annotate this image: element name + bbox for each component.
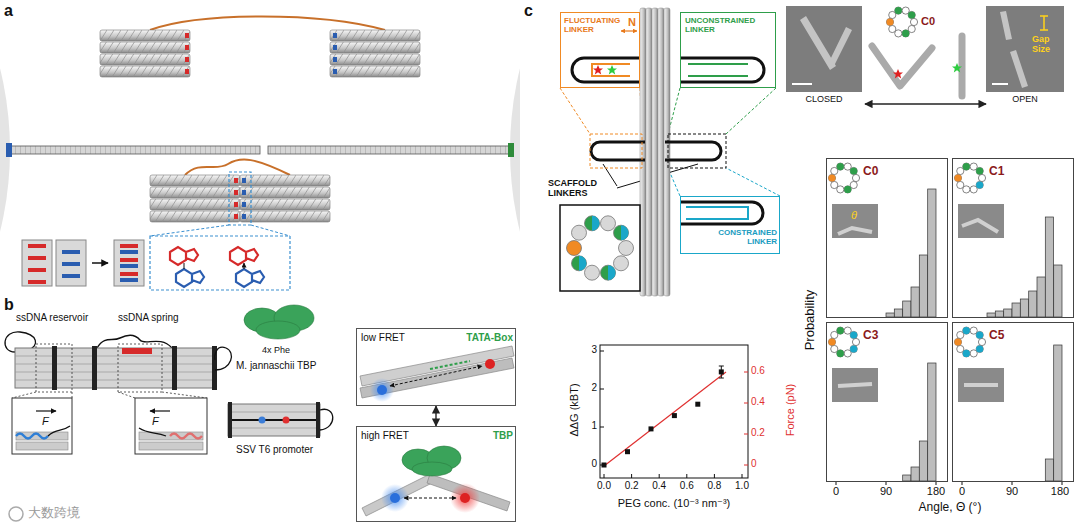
tick-label: 0.6: [751, 365, 765, 377]
linker-box: CONSTRAINED LINKER: [680, 196, 780, 254]
tick-label: 0.2: [625, 480, 639, 492]
panel-letter: c: [524, 2, 533, 20]
axis-title: Force (pN): [784, 384, 797, 437]
tick-label: 0.0: [597, 480, 611, 492]
node-title: C1: [989, 165, 1019, 179]
histogram-panel: C1: [952, 158, 1074, 318]
part-label: SSV T6 promoter: [236, 444, 313, 456]
node-title: C5: [989, 329, 1019, 343]
tick-label: 0.6: [680, 480, 694, 492]
tick-label: 90: [880, 485, 892, 498]
micrograph: CLOSED: [786, 6, 865, 110]
node-text: θ: [851, 209, 865, 222]
node-title: CLOSED: [786, 94, 862, 104]
tick-label: 0: [833, 485, 839, 498]
tick-label: 0: [959, 485, 965, 498]
part-label: M. jannaschii TBP: [236, 360, 316, 372]
node-title: OPEN: [986, 94, 1064, 104]
node-text: TATA-Box: [453, 332, 513, 344]
part-label: ssDNA spring: [118, 312, 179, 324]
tick-label: 180: [1051, 485, 1069, 498]
node-text: Gap Size: [1032, 34, 1062, 55]
tick-label: 0.4: [652, 480, 666, 492]
fret-state-box: low FRET TATA-Box: [356, 328, 516, 406]
part-label: 4x Phe: [262, 345, 290, 355]
tick-label: 1: [567, 420, 597, 432]
tick-label: 0.8: [707, 480, 721, 492]
tick-label: 0: [751, 458, 757, 470]
node-text: N: [628, 16, 638, 29]
tick-label: 0: [567, 458, 597, 470]
histogram-panel: C0 θ: [826, 158, 948, 318]
panel-letter: a: [4, 2, 13, 20]
axis-title: Angle, Θ (°): [919, 501, 982, 515]
linker-box: UNCONSTRAINED LINKER: [680, 12, 776, 88]
histogram-panel: C3: [826, 322, 948, 482]
node-title: low FRET: [361, 332, 431, 344]
tick-label: 3: [567, 344, 597, 356]
node-title: UNCONSTRAINED LINKER: [685, 16, 773, 34]
node-title: CONSTRAINED LINKER: [715, 228, 777, 246]
linker-box: FLUCTUATING LINKERN: [560, 12, 640, 88]
fret-state-box: high FRET TBP: [356, 426, 516, 522]
force-symbol: F: [152, 415, 159, 428]
node-title: C0: [863, 165, 893, 179]
part-label: SCAFFOLD LINKERS: [548, 178, 614, 199]
axis-title: ΔΔG (kBT): [568, 383, 581, 436]
node-title: C3: [863, 329, 893, 343]
histogram-panel: C5: [952, 322, 1074, 482]
equilibrium-arrow: [435, 406, 436, 426]
node-title: high FRET: [361, 430, 431, 442]
part-label: ssDNA reservoir: [16, 312, 88, 324]
tick-label: 0.2: [751, 427, 765, 439]
tick-label: 0.4: [751, 396, 765, 408]
axis-title: PEG conc. (10⁻³ nm⁻³): [618, 497, 730, 510]
axis-title: Probability: [803, 290, 818, 351]
equilibrium-arrow: [865, 103, 986, 104]
config-label: C0: [921, 15, 935, 28]
tick-label: 180: [927, 485, 945, 498]
tick-label: 1.0: [735, 480, 749, 492]
tick-label: 2: [567, 382, 597, 394]
micrograph: OPEN Gap Size: [986, 6, 1067, 110]
watermark: 大数跨境: [28, 506, 80, 521]
node-title: FLUCTUATING LINKER: [564, 16, 626, 34]
panel-letter: b: [4, 296, 14, 314]
tick-label: 90: [1006, 485, 1018, 498]
node-text: TBP: [467, 430, 513, 442]
force-symbol: F: [42, 415, 49, 428]
